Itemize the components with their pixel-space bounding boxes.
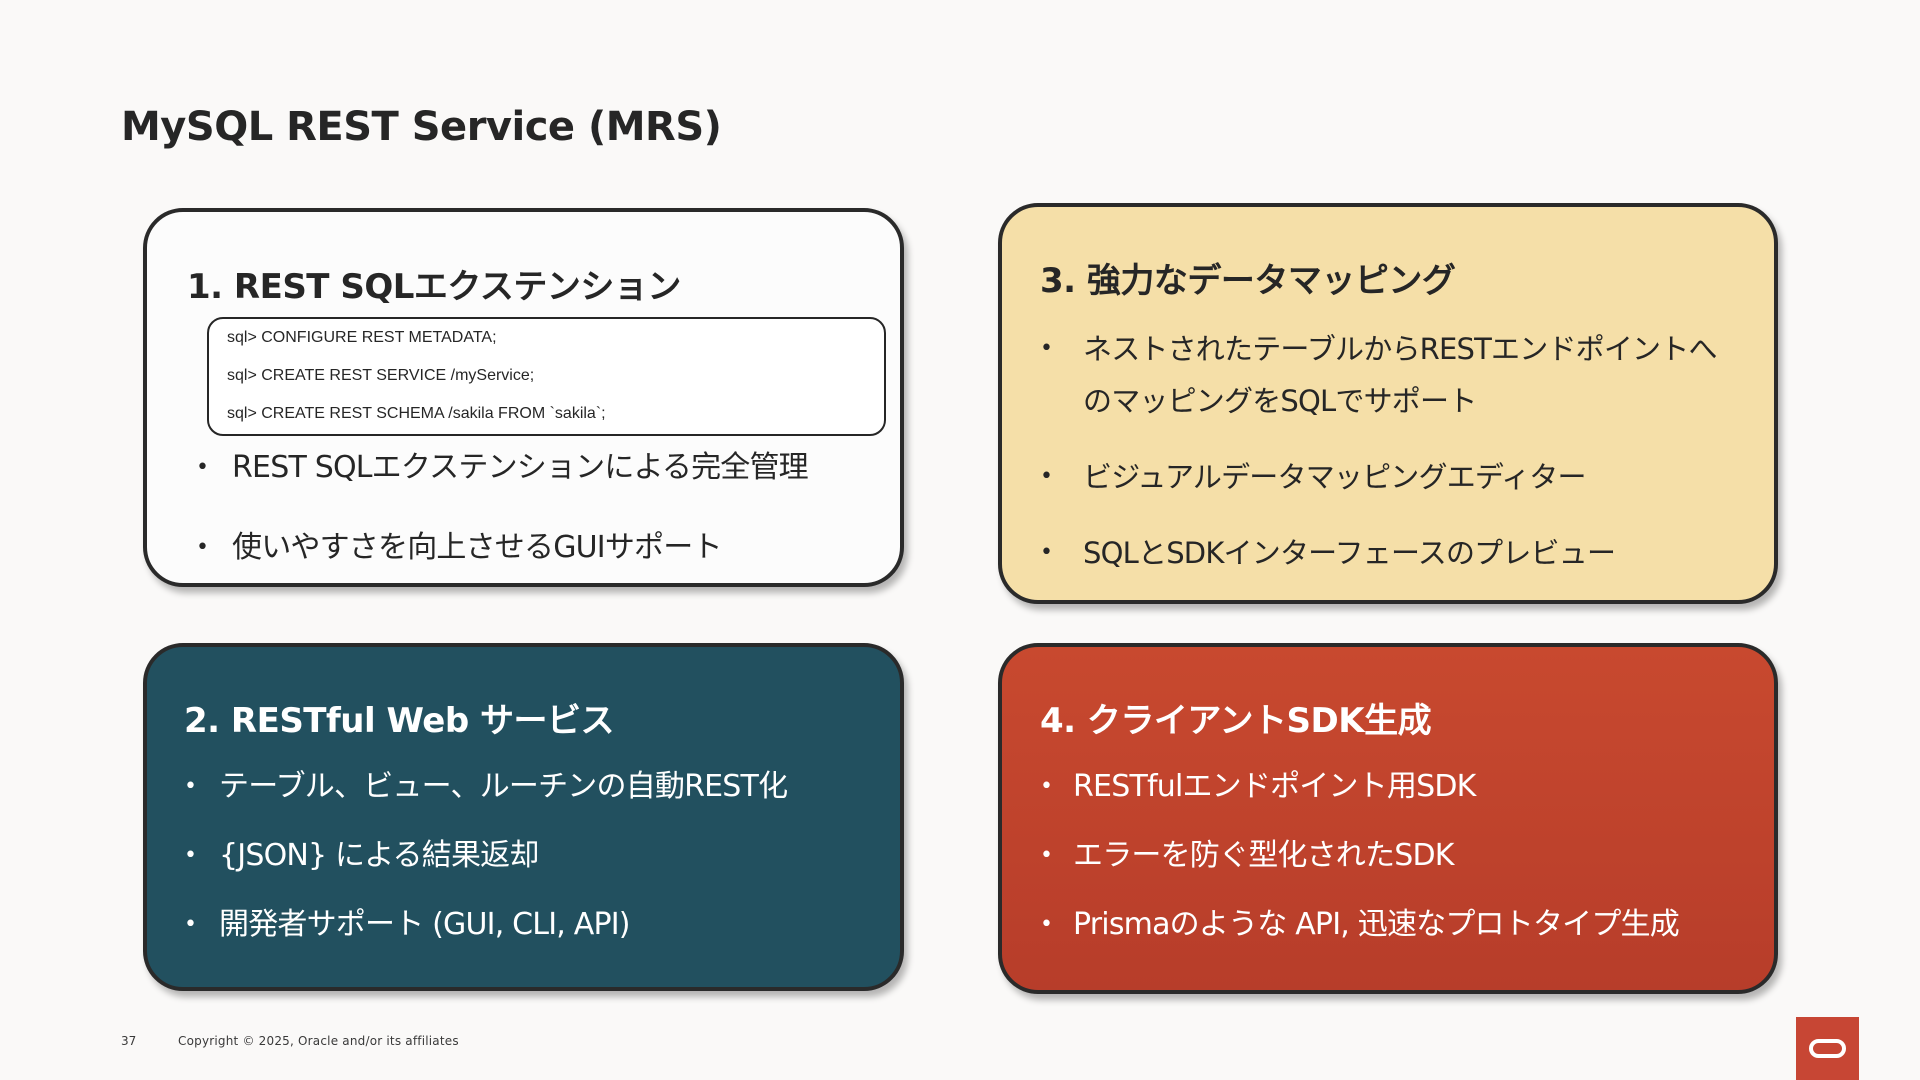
card-data-mapping: 3. 強力なデータマッピング • ネストされたテーブルからRESTエンドポイント… [998,203,1778,604]
bullet-text: {JSON} による結果返却 [219,838,539,873]
oracle-logo-ring [1809,1039,1846,1058]
bullet-dot: • [184,843,197,868]
bullet-item: • {JSON} による結果返却 [184,833,787,879]
bullet-text: RESTfulエンドポイント用SDK [1073,769,1476,804]
bullet-list: • REST SQLエクステンションによる完全管理 • 使いやすさを向上させるG… [196,445,809,605]
bullet-text: テーブル、ビュー、ルーチンの自動REST化 [219,769,788,804]
bullet-text: Prismaのような API, 迅速なプロトタイプ生成 [1073,907,1680,942]
bullet-item: • エラーを防ぐ型化されたSDK [1040,833,1679,879]
bullet-text: SQLとSDKインターフェースのプレビュー [1083,536,1616,570]
copyright-text: Copyright © 2025, Oracle and/or its affi… [178,1034,459,1048]
code-line: sql> CREATE REST SCHEMA /sakila FROM `sa… [227,405,606,422]
bullet-item: • 開発者サポート (GUI, CLI, API) [184,902,787,948]
bullet-dot: • [1040,464,1053,489]
bullet-list: • ネストされたテーブルからRESTエンドポイントへのマッピングをSQLでサポー… [1040,323,1723,603]
card-client-sdk: 4. クライアントSDK生成 • RESTfulエンドポイント用SDK • エラ… [998,643,1778,994]
bullet-text: ネストされたテーブルからRESTエンドポイントへのマッピングをSQLでサポート [1083,332,1717,418]
slide-title: MySQL REST Service (MRS) [121,104,722,150]
code-line: sql> CONFIGURE REST METADATA; [227,329,497,346]
bullet-item: • REST SQLエクステンションによる完全管理 [196,445,809,491]
bullet-item: • Prismaのような API, 迅速なプロトタイプ生成 [1040,902,1680,948]
bullet-text: ビジュアルデータマッピングエディター [1083,460,1586,494]
bullet-dot: • [184,912,197,937]
bullet-dot: • [1040,843,1053,868]
card-title: 4. クライアントSDK生成 [1040,701,1432,741]
bullet-dot: • [1040,912,1053,937]
bullet-text: 使いやすさを向上させるGUIサポート [232,530,722,565]
bullet-dot: • [1040,336,1053,361]
bullet-text: REST SQLエクステンションによる完全管理 [232,450,809,485]
bullet-item: • 使いやすさを向上させるGUIサポート [196,525,808,571]
code-snippet-box: sql> CONFIGURE REST METADATA; sql> CREAT… [207,317,886,436]
bullet-item: • RESTfulエンドポイント用SDK [1040,764,1679,810]
bullet-item: • SQLとSDKインターフェースのプレビュー [1040,527,1723,579]
bullet-text: エラーを防ぐ型化されたSDK [1073,838,1454,873]
bullet-dot: • [196,535,209,560]
card-title: 1. REST SQLエクステンション [187,267,681,307]
card-title: 3. 強力なデータマッピング [1040,261,1456,301]
bullet-dot: • [1040,774,1053,799]
bullet-text: 開発者サポート (GUI, CLI, API) [219,907,631,942]
bullet-list: • RESTfulエンドポイント用SDK • エラーを防ぐ型化されたSDK • … [1040,764,1680,971]
bullet-dot: • [1040,540,1053,565]
bullet-dot: • [184,774,197,799]
bullet-item: • ネストされたテーブルからRESTエンドポイントへのマッピングをSQLでサポー… [1040,323,1723,427]
bullet-item: • ビジュアルデータマッピングエディター [1040,451,1723,503]
bullet-dot: • [196,455,209,480]
code-line: sql> CREATE REST SERVICE /myService; [227,367,535,384]
card-title: 2. RESTful Web サービス [184,701,615,741]
card-restful-web-service: 2. RESTful Web サービス • テーブル、ビュー、ルーチンの自動RE… [143,643,904,991]
bullet-list: • テーブル、ビュー、ルーチンの自動REST化 • {JSON} による結果返却… [184,764,788,971]
oracle-logo-icon [1796,1017,1859,1080]
card-rest-sql-extension: 1. REST SQLエクステンション sql> CONFIGURE REST … [143,208,904,587]
page-number: 37 [121,1034,137,1048]
bullet-item: • テーブル、ビュー、ルーチンの自動REST化 [184,764,788,810]
